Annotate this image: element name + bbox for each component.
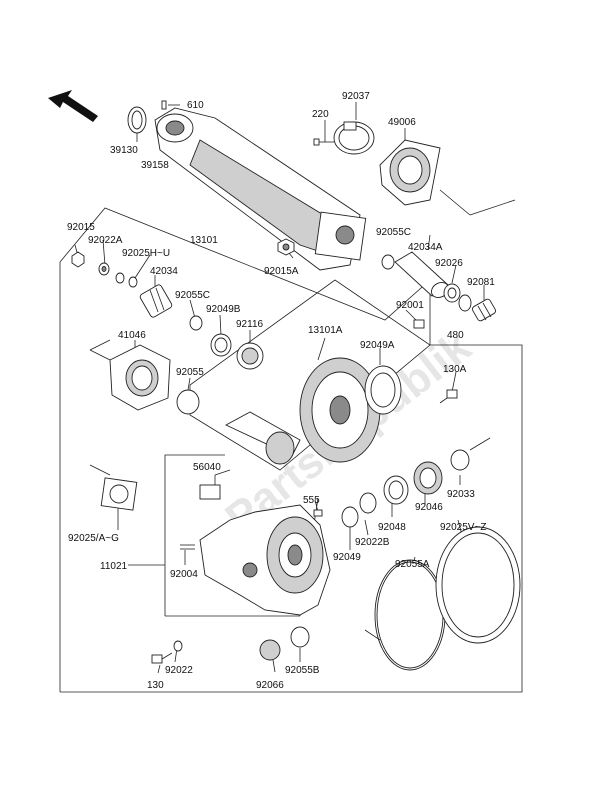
bolt-130A — [439, 389, 458, 404]
label-49006: 49006 — [388, 117, 416, 128]
label-39158: 39158 — [141, 160, 169, 171]
cover-92025VZ — [364, 526, 521, 644]
spacer-92048 — [383, 475, 409, 505]
oring-92055C-lower — [189, 315, 203, 331]
circlip-480 — [458, 294, 472, 312]
label-92022A: 92022A — [88, 235, 123, 246]
label-92116: 92116 — [236, 319, 264, 330]
bolt-92001 — [413, 319, 425, 329]
label-41046: 41046 — [118, 330, 146, 341]
label-92066: 92066 — [256, 680, 284, 691]
label-92046: 92046 — [415, 502, 443, 513]
seal-ring-39130 — [127, 106, 147, 134]
nut-92015 — [71, 251, 85, 268]
bearing-92046 — [413, 461, 443, 495]
label-42034A: 42034A — [408, 242, 443, 253]
bearing-92049B — [210, 333, 232, 357]
label-92055: 92055 — [176, 367, 204, 378]
label-92025HU: 92025H~U — [122, 248, 170, 259]
label-92001: 92001 — [396, 300, 424, 311]
label-92049B: 92049B — [206, 304, 241, 315]
label-610: 610 — [187, 100, 204, 111]
circlip-92033 — [450, 437, 491, 471]
ring-gear-13101A — [299, 357, 381, 463]
bolt-130 — [151, 652, 173, 664]
label-13101A: 13101A — [308, 325, 343, 336]
spring-92081 — [471, 298, 497, 322]
oring-92055A — [374, 559, 446, 671]
label-92004: 92004 — [170, 569, 198, 580]
oring-92055B — [290, 626, 310, 648]
housing-41046 — [89, 339, 171, 411]
label-92022: 92022 — [165, 665, 193, 676]
label-92049: 92049 — [333, 552, 361, 563]
label-92055C-b: 92055C — [376, 227, 411, 238]
label-92025VZ: 92025V~Z — [440, 522, 486, 533]
clip-610 — [161, 100, 167, 110]
label-42034: 42034 — [150, 266, 178, 277]
label-92015: 92015 — [67, 222, 95, 233]
nut-92015A — [277, 238, 295, 256]
label-92025AG: 92025/A~G — [68, 533, 119, 544]
label-92055B: 92055B — [285, 665, 320, 676]
label-13101: 13101 — [190, 235, 218, 246]
label-92015A: 92015A — [264, 266, 299, 277]
differential-case-11021 — [199, 504, 331, 616]
gasket-92025AG — [89, 464, 138, 511]
oring-92055 — [176, 389, 200, 415]
drive-pinion-gear — [225, 411, 301, 465]
bolt-555 — [313, 509, 323, 517]
label-130: 130 — [147, 680, 164, 691]
label-92049A: 92049A — [360, 340, 395, 351]
bolt-220 — [313, 138, 334, 146]
shims-92025HU — [115, 272, 138, 288]
washer-92022 — [173, 640, 183, 652]
boot-49006 — [379, 139, 516, 216]
bearing-92049 — [341, 506, 359, 528]
label-92055A: 92055A — [395, 559, 430, 570]
plug-92066 — [259, 639, 281, 661]
collar-92026 — [443, 283, 461, 303]
front-direction-arrow-icon — [48, 90, 98, 122]
label-220: 220 — [312, 109, 329, 120]
stud-92004 — [180, 544, 195, 550]
label-92022B: 92022B — [355, 537, 390, 548]
clamp-92037 — [333, 121, 375, 155]
pinion-42034 — [139, 284, 173, 318]
label-92048: 92048 — [378, 522, 406, 533]
label-555: 555 — [303, 495, 320, 506]
label-92037: 92037 — [342, 91, 370, 102]
bearing-92049A — [364, 365, 402, 415]
label-92081: 92081 — [467, 277, 495, 288]
washer-92022B — [359, 492, 377, 514]
label-92033: 92033 — [447, 489, 475, 500]
washer-92022A — [98, 262, 110, 276]
oring-92055C-upper — [381, 254, 395, 270]
label-92055C-a: 92055C — [175, 290, 210, 301]
drive-shaft-housing — [154, 107, 367, 271]
bearing-92116 — [236, 342, 264, 370]
label-56040: 56040 — [193, 462, 221, 473]
label-11021: 11021 — [100, 561, 128, 572]
label-92026: 92026 — [435, 258, 463, 269]
label-130A: 130A — [443, 364, 467, 375]
label-480: 480 — [447, 330, 464, 341]
label-39130: 39130 — [110, 145, 138, 156]
label-56040 — [199, 469, 231, 500]
